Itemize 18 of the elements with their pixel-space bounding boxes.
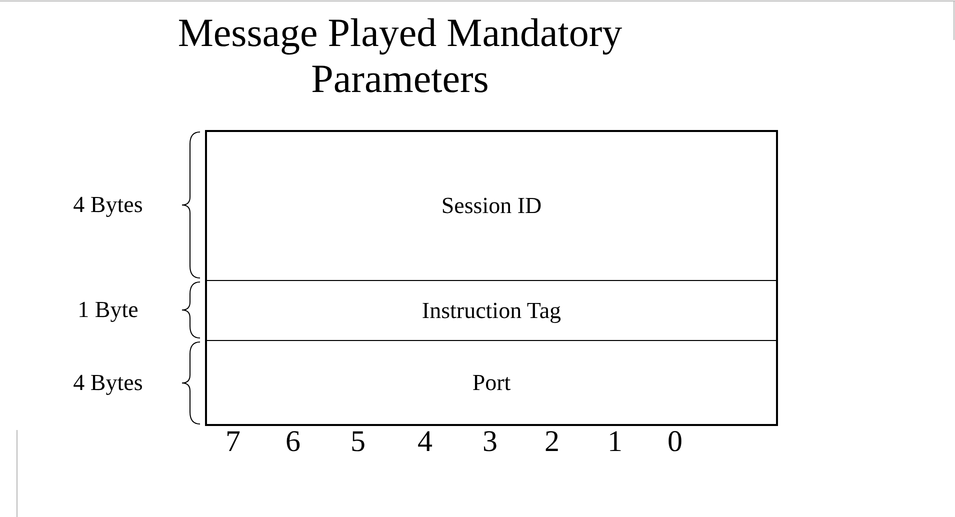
field-box — [205, 130, 778, 280]
bit-number: 0 — [666, 425, 684, 459]
bit-number: 6 — [284, 425, 302, 459]
bit-number: 2 — [544, 425, 560, 459]
diagram-title: Message Played Mandatory Parameters — [176, 10, 624, 102]
byte-size-label: 4 Bytes — [72, 191, 144, 219]
field-name: Session ID — [441, 193, 542, 219]
field-name: Instruction Tag — [422, 298, 562, 324]
bit-number: 3 — [482, 425, 498, 459]
bit-number: 5 — [350, 425, 366, 459]
bit-number: 1 — [606, 425, 624, 459]
field-box — [205, 340, 778, 426]
field-name: Port — [472, 370, 511, 396]
bit-number: 4 — [416, 425, 434, 459]
byte-size-label: 4 Bytes — [72, 369, 144, 397]
bit-number: 7 — [224, 425, 242, 459]
byte-size-label: 1 Byte — [76, 296, 140, 324]
field-box — [205, 280, 778, 340]
